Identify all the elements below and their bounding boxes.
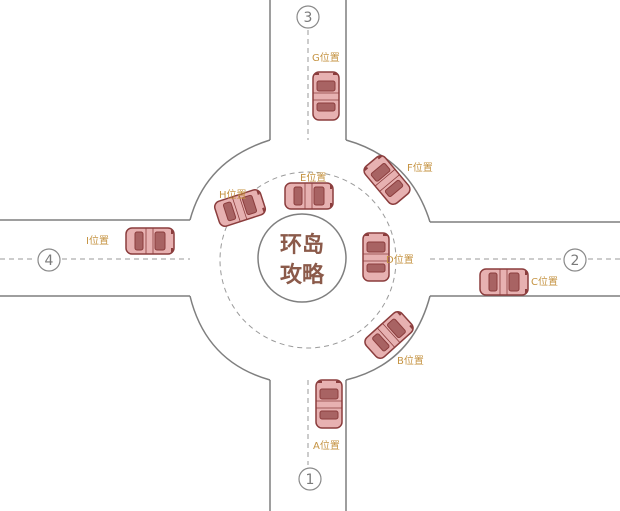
central-island <box>257 213 347 303</box>
car-g <box>312 71 340 121</box>
ring-arc-se <box>345 295 431 381</box>
car-a <box>315 379 343 429</box>
route-3-circle <box>296 5 320 29</box>
label-position-d: D位置 <box>386 253 414 266</box>
ring-arc-nw <box>189 139 271 221</box>
label-position-h: H位置 <box>219 188 247 201</box>
ring-arc-ne <box>345 139 431 223</box>
lane-dashes <box>0 30 620 465</box>
car-i <box>125 227 175 255</box>
label-position-c: C位置 <box>531 275 558 288</box>
route-marker-4: 4 <box>37 248 61 272</box>
route-4-circle <box>37 248 61 272</box>
route-marker-3: 3 <box>296 5 320 29</box>
label-position-b: B位置 <box>397 354 424 367</box>
label-position-i: I位置 <box>86 234 109 247</box>
route-1-label: 1 <box>306 472 315 488</box>
route-marker-1: 1 <box>298 467 322 491</box>
label-position-f: F位置 <box>407 161 433 174</box>
ring-arc-sw <box>189 295 271 381</box>
route-1-circle <box>298 467 322 491</box>
center-title-line1: 环岛 <box>280 232 324 258</box>
car-b <box>361 308 417 362</box>
ring-lane-dash <box>219 171 397 349</box>
route-3-label: 3 <box>304 10 313 26</box>
route-4-label: 4 <box>45 253 54 269</box>
route-2-circle <box>563 248 587 272</box>
center-title-line2: 攻略 <box>280 262 325 288</box>
car-c <box>479 268 529 296</box>
label-position-a: A位置 <box>313 439 340 452</box>
car-f <box>360 152 414 208</box>
car-e <box>284 182 334 210</box>
route-2-label: 2 <box>571 253 580 269</box>
label-position-e: E位置 <box>300 171 326 184</box>
route-marker-2: 2 <box>563 248 587 272</box>
label-position-g: G位置 <box>312 51 340 64</box>
